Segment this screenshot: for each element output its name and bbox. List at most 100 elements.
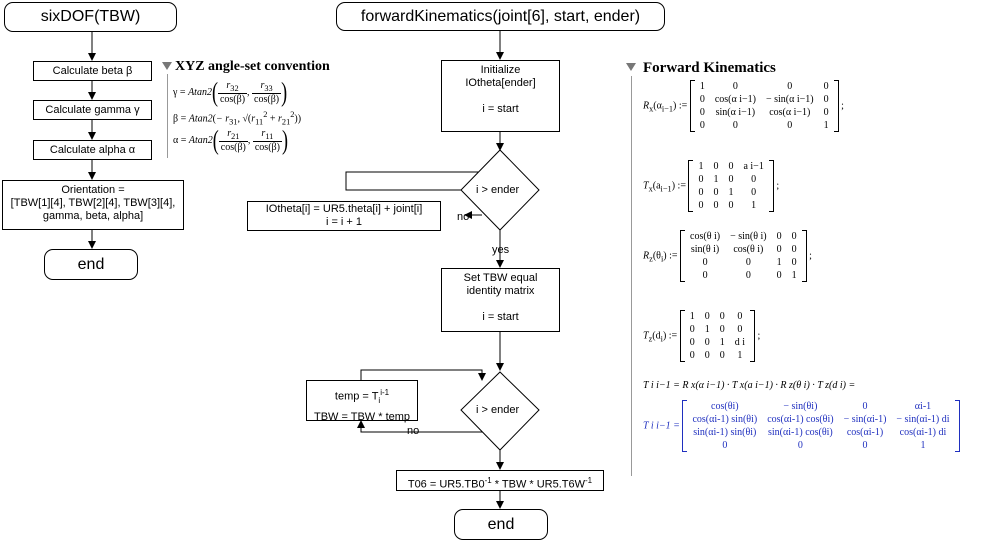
result-matrix-cell: cos(αi-1) cos(θi) xyxy=(767,414,834,425)
tx-matrix-cell: 1 xyxy=(751,200,757,211)
fk-collapse-arrow-icon[interactable] xyxy=(626,63,636,71)
result-matrix-cell: cos(αi-1) sin(θi) xyxy=(692,414,758,425)
fk-section-title: Forward Kinematics xyxy=(643,60,776,76)
tx-matrix-cell: 0 xyxy=(713,200,719,211)
tx-matrix-cell: 0 xyxy=(728,174,734,185)
result-matrix-cell: cos(αi-1) di xyxy=(899,427,947,438)
tz-matrix-cell: 0 xyxy=(719,324,725,335)
rx-matrix-cell: 0 xyxy=(823,94,829,105)
rx-matrix-cell: 1 xyxy=(823,120,829,131)
rz-matrix-cell: 1 xyxy=(776,257,782,268)
rz-matrix-cell: 0 xyxy=(776,244,782,255)
tz-matrix-cell: 0 xyxy=(704,337,710,348)
tz-matrix-cell: 1 xyxy=(704,324,710,335)
mid-end-terminal: end xyxy=(454,509,548,540)
rz-matrix-cell: 0 xyxy=(791,244,797,255)
temp-box: temp = Tii-1 TBW = TBW * temp xyxy=(306,380,418,423)
rx-matrix-cell: 1 xyxy=(699,81,705,92)
rz-matrix-cell: cos(θ i) xyxy=(690,231,721,242)
result-matrix-cell: αi-1 xyxy=(914,401,932,412)
decision-diamond-1 xyxy=(460,149,540,231)
result-matrix-cell: 0 xyxy=(722,440,728,451)
rx-matrix-cell: 0 xyxy=(787,120,793,131)
rz-matrix-cell: 0 xyxy=(745,270,751,281)
rx-matrix-cell: 0 xyxy=(732,120,738,131)
tz-matrix-cell: 0 xyxy=(719,311,725,322)
tx-matrix-cell: 1 xyxy=(728,187,734,198)
xyz-section-rule xyxy=(167,74,168,158)
collapse-arrow-icon[interactable] xyxy=(162,62,172,70)
result-matrix-cell: cos(αi-1) xyxy=(846,427,884,438)
yes-label: yes xyxy=(492,244,510,256)
rz-matrix-cell: 0 xyxy=(745,257,751,268)
rx-matrix-cell: 0 xyxy=(699,94,705,105)
tx-matrix-cell: 1 xyxy=(713,174,719,185)
rz-matrix-cell: 0 xyxy=(776,270,782,281)
no-label-1: no xyxy=(457,211,470,223)
rz-matrix-cell: 1 xyxy=(791,270,797,281)
tx-matrix-cell: 0 xyxy=(728,161,734,172)
tz-matrix-cell: d i xyxy=(734,337,745,348)
rx-matrix-row: 1 0 0 0 xyxy=(695,80,834,93)
tz-matrix-cell: 1 xyxy=(689,311,695,322)
fk-section-rule xyxy=(631,76,632,476)
tz-matrix-cell: 0 xyxy=(689,324,695,335)
calculate-alpha-box: Calculate alpha α xyxy=(33,140,152,160)
decision-1-label: i > ender xyxy=(476,184,520,196)
tx-matrix-cell: 0 xyxy=(713,187,719,198)
rz-matrix-cell: cos(θ i) xyxy=(733,244,764,255)
iotheta-loop-box: IOtheta[i] = UR5.theta[i] + joint[i] i =… xyxy=(247,201,441,231)
result-matrix-cell: sin(αi-1) cos(θi) xyxy=(768,427,833,438)
set-tbw-box: Set TBW equal identity matrix i = start xyxy=(441,268,560,332)
left-end-terminal: end xyxy=(44,249,138,280)
t06-box: T06 = UR5.TB0-1 * TBW * UR5.T6W-1 xyxy=(396,470,604,491)
tz-matrix-cell: 0 xyxy=(737,311,743,322)
result-matrix-cell: sin(αi-1) sin(θi) xyxy=(693,427,757,438)
xyz-section-title: XYZ angle-set convention xyxy=(175,59,330,74)
result-matrix-row: cos(αi-1) sin(θi) cos(αi-1) cos(θi) − sin(… xyxy=(687,413,954,426)
rx-matrix-row: 0 0 0 1 xyxy=(695,119,834,132)
tz-matrix-cell: 0 xyxy=(704,350,710,361)
tx-matrix-cell: 1 xyxy=(698,161,704,172)
tx-matrix-cell: a i−1 xyxy=(743,161,764,172)
rx-matrix-cell: 0 xyxy=(823,107,829,118)
no-label-2: no xyxy=(407,425,420,437)
rz-matrix-cell: 0 xyxy=(702,257,708,268)
rx-matrix-cell: 0 xyxy=(823,81,829,92)
result-matrix-cell: − sin(αi-1) di xyxy=(896,414,950,425)
tz-matrix-cell: 0 xyxy=(689,350,695,361)
tz-matrix-cell: 0 xyxy=(704,311,710,322)
rx-matrix-cell: 0 xyxy=(787,81,793,92)
calculate-gamma-box: Calculate gamma γ xyxy=(33,100,152,120)
rx-matrix-cell: − sin(α i−1) xyxy=(765,94,814,105)
rx-matrix-cell: 0 xyxy=(732,81,738,92)
tx-matrix-cell: 0 xyxy=(751,174,757,185)
rx-matrix-cell: 0 xyxy=(699,120,705,131)
tx-matrix-cell: 0 xyxy=(728,200,734,211)
result-matrix-cell: − sin(αi-1) xyxy=(843,414,887,425)
result-matrix-cell: − sin(θi) xyxy=(783,401,818,412)
tz-matrix-cell: 1 xyxy=(719,337,725,348)
rz-matrix-cell: 0 xyxy=(791,257,797,268)
orientation-box: Orientation = [TBW[1][4], TBW[2][4], TBW… xyxy=(2,180,184,230)
tz-matrix-cell: 0 xyxy=(719,350,725,361)
